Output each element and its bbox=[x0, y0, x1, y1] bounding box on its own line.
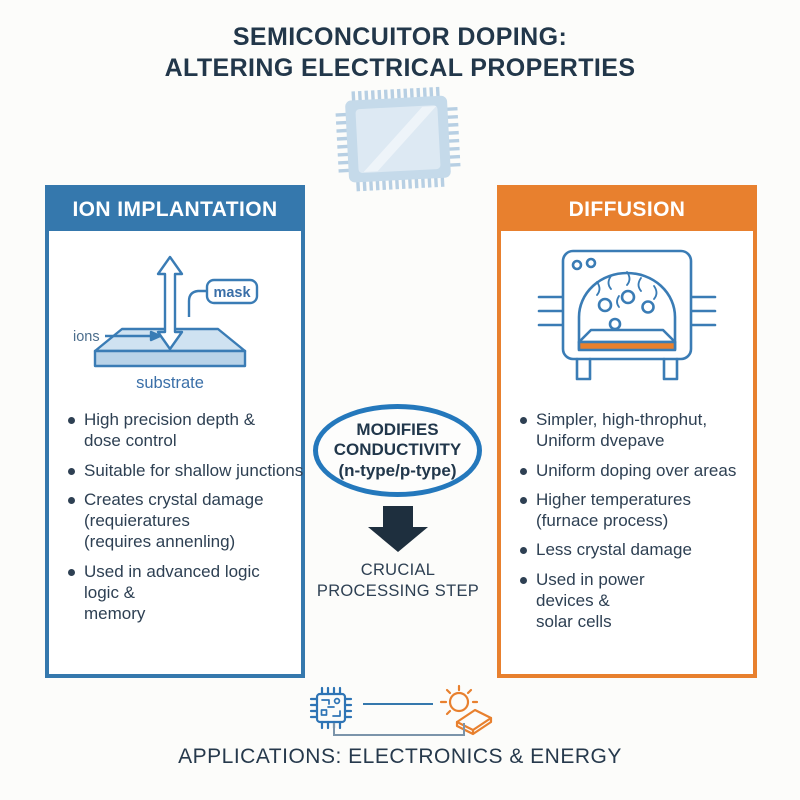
furnace-body bbox=[561, 249, 693, 361]
panel-ion-implantation: ION IMPLANTATION mask ions bbox=[45, 185, 305, 678]
chip-pins-right bbox=[445, 106, 461, 167]
footer-bracket bbox=[333, 723, 465, 736]
bullet-item: High precision depth &dose control bbox=[67, 409, 295, 452]
page-title-line1: SEMICONCUITOR DOPING: bbox=[232, 23, 568, 51]
bullet-item: Uniform doping over areas bbox=[519, 460, 747, 481]
furnace-fins-right bbox=[690, 295, 717, 327]
ions-pointer-arrowhead bbox=[149, 330, 162, 342]
substrate-front-face bbox=[93, 349, 247, 368]
page-title-line2: ALTERING ELECTRICAL PROPERTIES bbox=[164, 54, 636, 82]
solar-energy-icon bbox=[437, 682, 495, 736]
bullet-item: Higher temperatures(furnace process) bbox=[519, 489, 747, 532]
panel-right-header: DIFFUSION bbox=[501, 189, 753, 231]
sun-icon bbox=[448, 691, 470, 713]
furnace-dial bbox=[585, 257, 597, 269]
applications-caption: APPLICATIONS: ELECTRONICS & ENERGY bbox=[178, 745, 622, 768]
modifies-conductivity-ellipse: MODIFIES CONDUCTIVITY (n-type/p-type) bbox=[313, 404, 482, 497]
bullet-item: Suitable for shallow junctions bbox=[67, 460, 303, 481]
ellipse-line2: CONDUCTIVITY bbox=[333, 440, 462, 460]
wafer-heated-layer bbox=[577, 340, 677, 352]
chip-glare bbox=[363, 106, 437, 172]
chip-pins-bottom bbox=[356, 175, 445, 192]
crucial-caption-line1: CRUCIAL bbox=[360, 561, 436, 579]
page-title: SEMICONCUITOR DOPING: ALTERING ELECTRICA… bbox=[0, 22, 800, 84]
double-headed-arrow-icon bbox=[156, 255, 184, 351]
furnace-chamber-arch bbox=[577, 271, 677, 351]
microchip-icon bbox=[306, 683, 356, 733]
dopant-atom bbox=[641, 300, 655, 314]
panel-diffusion: DIFFUSION bbox=[497, 185, 757, 678]
bullet-item: Simpler, high-throphut,Uniform dvepave bbox=[519, 409, 747, 452]
chip-pins-left bbox=[335, 112, 351, 173]
wafer-top-face bbox=[577, 328, 677, 344]
dopant-vapor-squiggles bbox=[596, 271, 658, 308]
icon-connector-line bbox=[363, 703, 433, 705]
ellipse-line3: (n-type/p-type) bbox=[338, 460, 457, 480]
crucial-caption-line2: PROCESSING STEP bbox=[316, 582, 480, 601]
panel-left-header: ION IMPLANTATION bbox=[49, 189, 301, 231]
microchip-icon bbox=[335, 86, 461, 192]
chip-pins-top bbox=[351, 86, 440, 103]
furnace-fins-left bbox=[537, 295, 564, 327]
dopant-atom bbox=[597, 297, 613, 313]
bullet-item: Less crystal damage bbox=[519, 539, 747, 560]
furnace-legs bbox=[575, 357, 679, 381]
furnace-icon bbox=[537, 249, 717, 381]
down-arrow-icon bbox=[368, 506, 428, 553]
mask-callout-line bbox=[187, 289, 207, 317]
bullet-item: Creates crystal damage(requieratures(req… bbox=[67, 489, 295, 553]
ion-implantation-icon: mask ions substrate bbox=[73, 255, 259, 392]
mask-label: mask bbox=[213, 285, 251, 301]
microchip-illustration bbox=[325, 84, 474, 193]
crucial-processing-step-caption: CRUCIAL PROCESSING STEP bbox=[310, 560, 486, 603]
ion-implantation-diagram: mask ions substrate bbox=[49, 253, 301, 395]
furnace-dial bbox=[571, 259, 583, 271]
substrate-label: substrate bbox=[136, 374, 204, 392]
dopant-atom bbox=[608, 317, 622, 331]
dopant-atom bbox=[620, 289, 636, 305]
diffusion-furnace-diagram bbox=[501, 245, 753, 395]
ellipse-line1: MODIFIES bbox=[356, 419, 439, 439]
ions-label: ions bbox=[73, 329, 100, 345]
